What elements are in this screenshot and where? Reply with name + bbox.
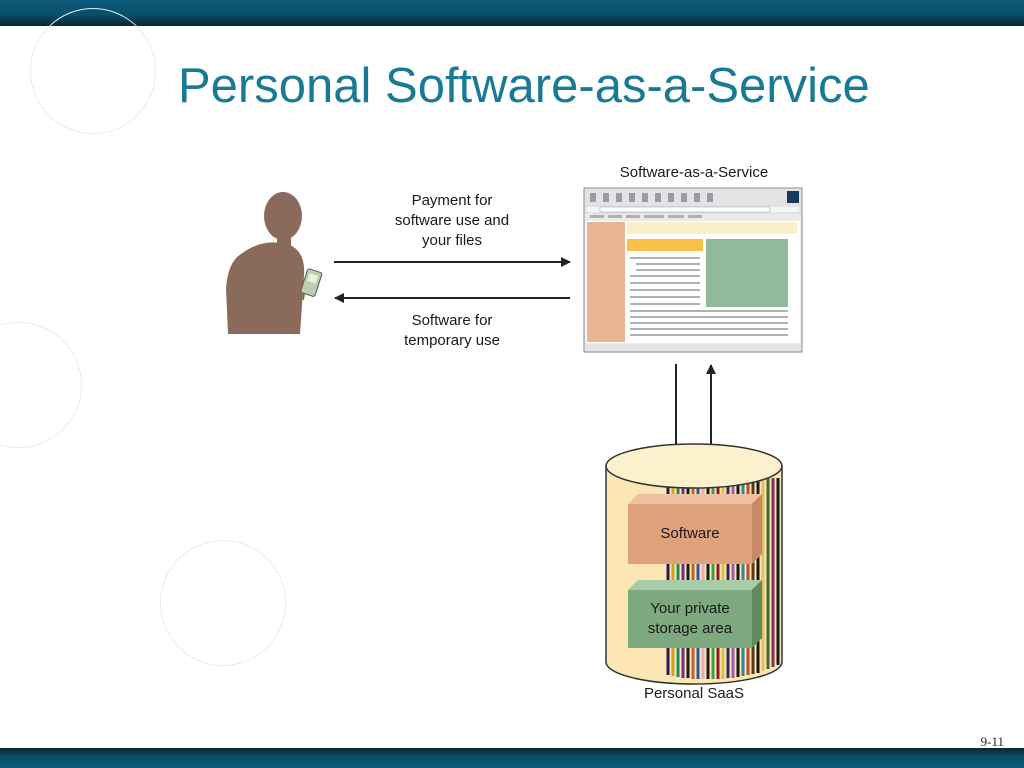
page-number: 9-11 bbox=[980, 734, 1004, 749]
payment-label: Payment for software use and your files bbox=[394, 192, 510, 249]
decor-circle-bottom bbox=[160, 540, 286, 666]
slide-title: Personal Software-as-a-Service bbox=[178, 59, 870, 113]
browser-window-icon bbox=[583, 187, 803, 353]
software-block bbox=[628, 494, 762, 564]
person-icon bbox=[226, 192, 306, 334]
bottom-bar bbox=[0, 748, 1024, 768]
storage-area-label: Your private storage area bbox=[647, 600, 733, 637]
top-bar bbox=[0, 0, 1024, 26]
software-temporary-label: Software for temporary use bbox=[404, 312, 500, 349]
phone-icon bbox=[300, 268, 323, 297]
decor-circle-top bbox=[30, 8, 156, 134]
saas-title-label: Software-as-a-Service bbox=[619, 164, 769, 181]
software-block-label: Software bbox=[660, 525, 720, 542]
storage-area-block bbox=[628, 580, 762, 648]
personal-saas-caption: Personal SaaS bbox=[643, 685, 745, 702]
